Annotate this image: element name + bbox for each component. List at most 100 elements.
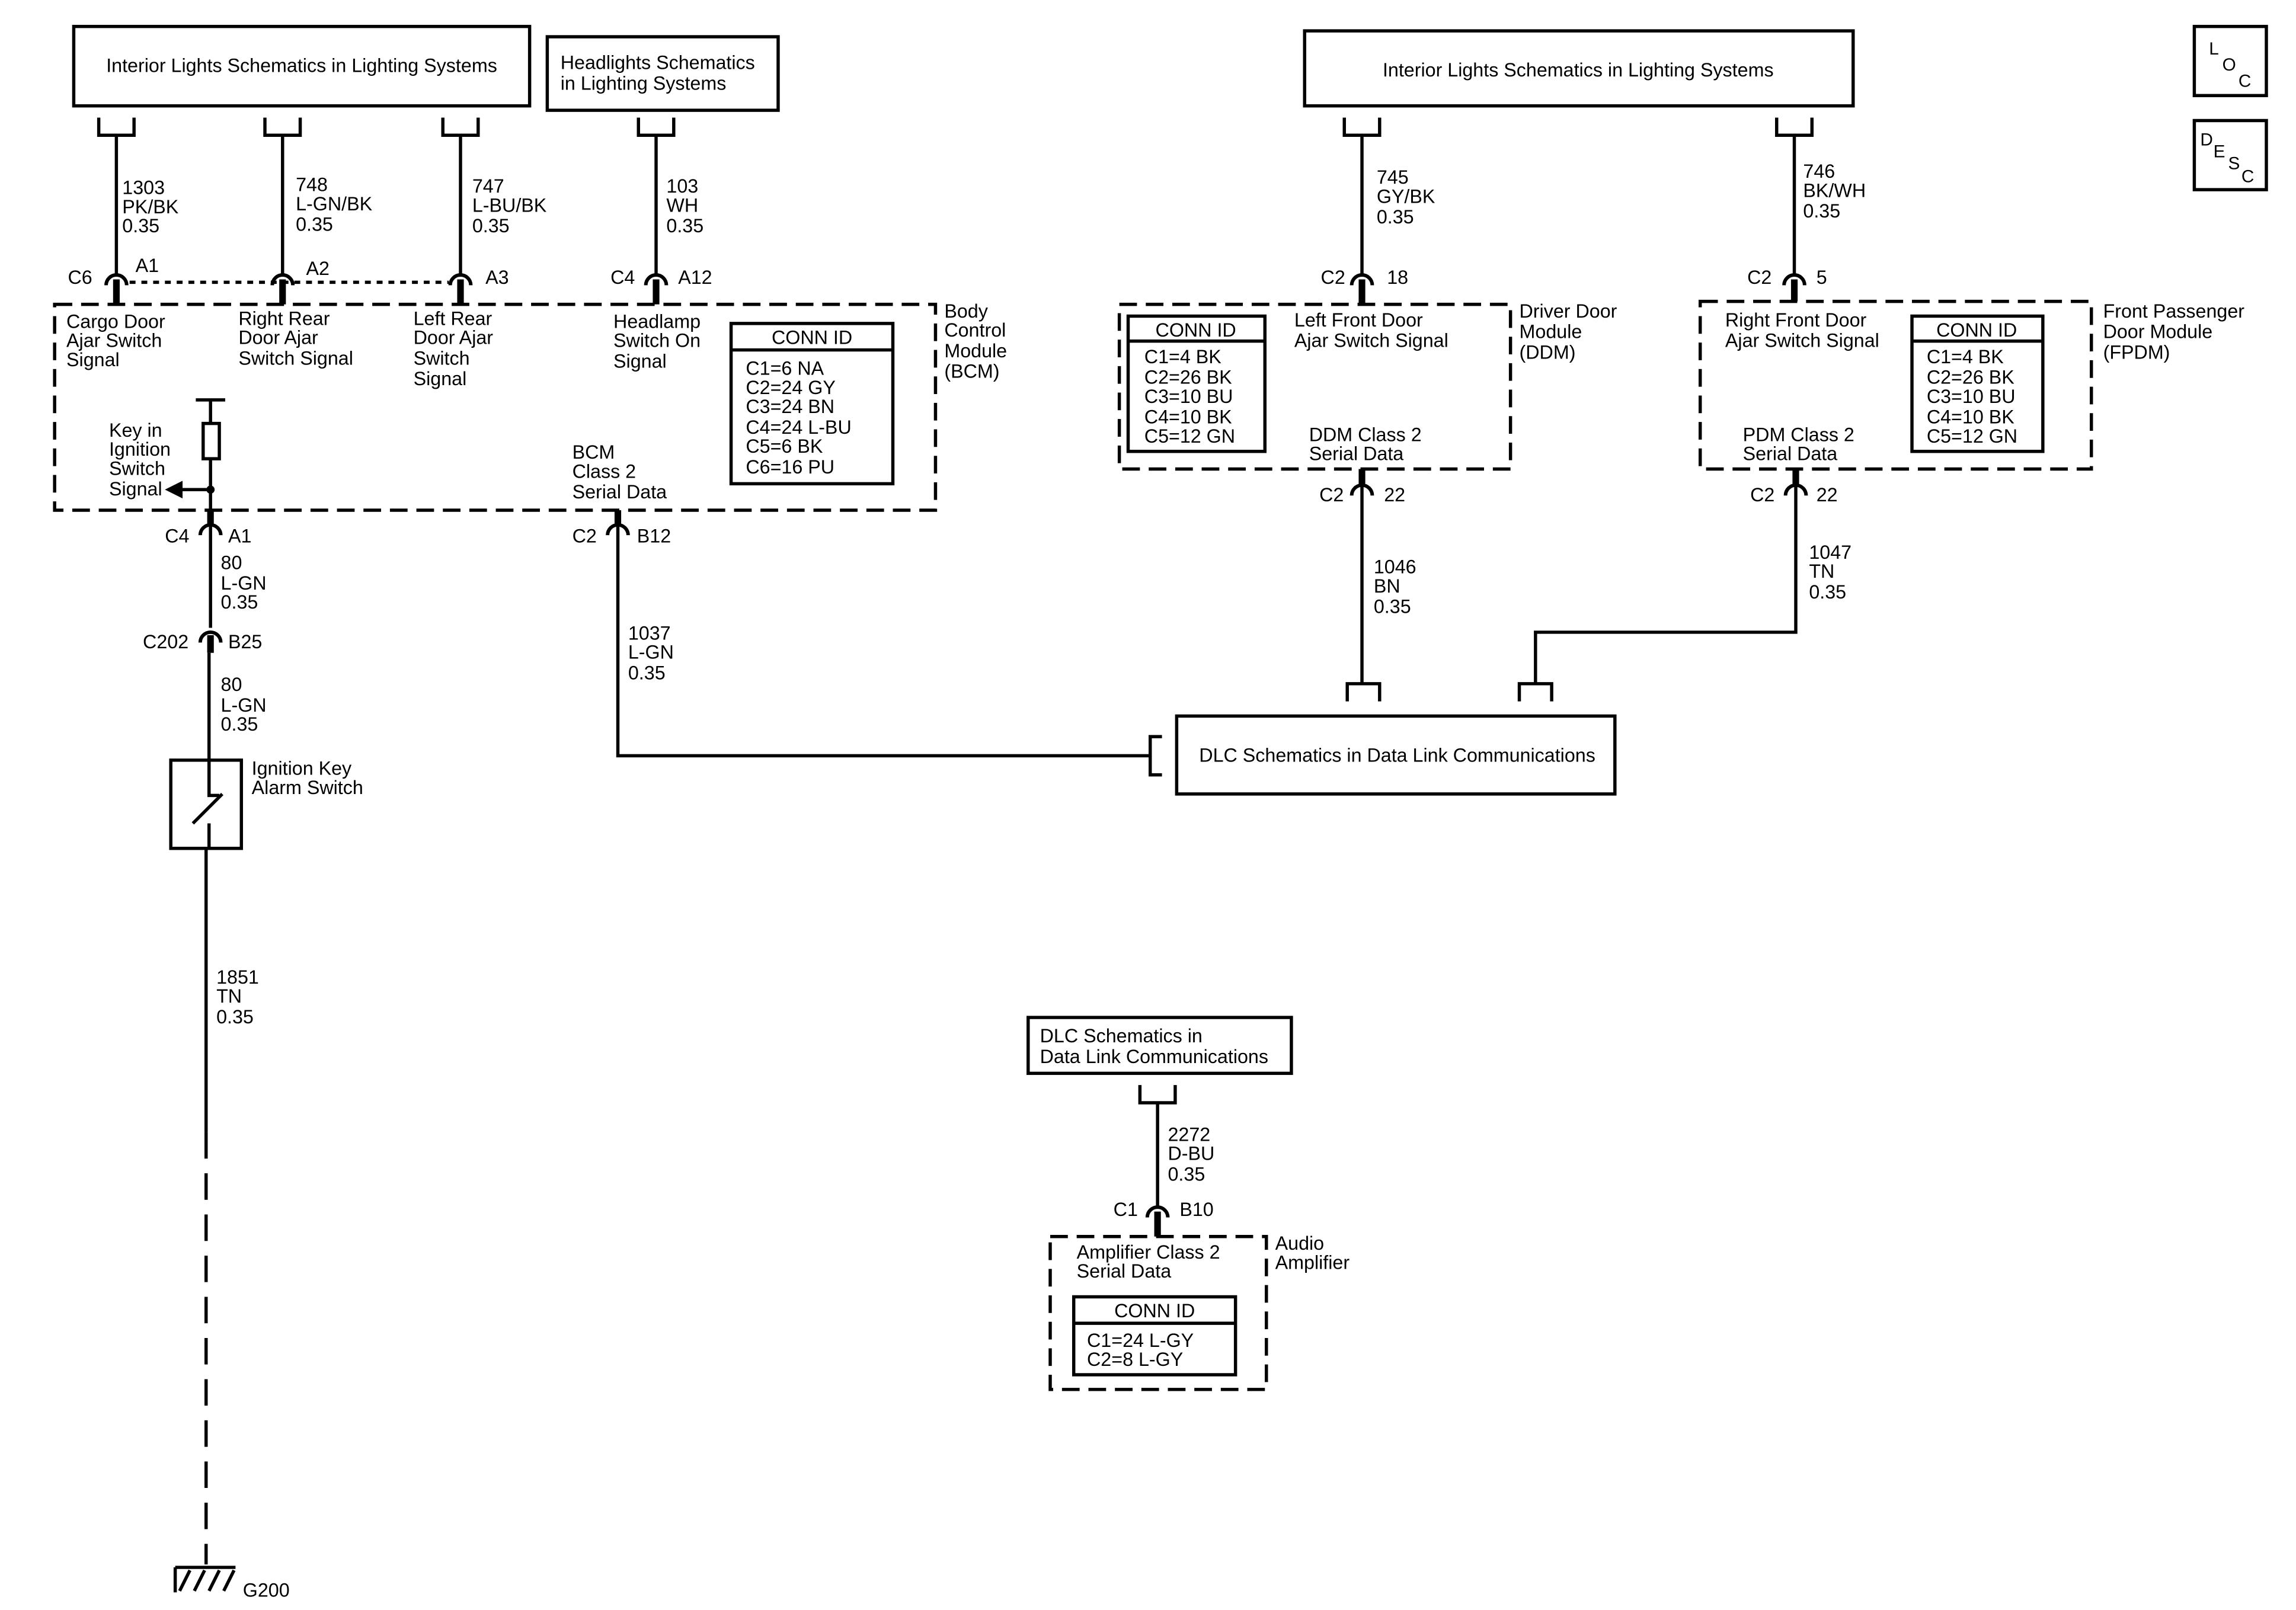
amp-conn-id-table: CONN ID C1=24 L-GY C2=8 L-GY bbox=[1072, 1295, 1237, 1377]
ref-box-headlights[interactable]: Headlights Schematics in Lighting System… bbox=[545, 35, 780, 112]
ref-box-interior-lights-left-label: Interior Lights Schematics in Lighting S… bbox=[106, 55, 497, 76]
amp-name-line2: Amplifier bbox=[1275, 1251, 1350, 1273]
ground-g200-label: G200 bbox=[243, 1580, 290, 1601]
ddm-conn-id-row: C2=26 BK bbox=[1144, 367, 1232, 388]
circuit-1303-color: PK/BK bbox=[122, 196, 178, 217]
wire-1303: 1303 PK/BK 0.35 bbox=[97, 117, 179, 305]
circuit-80-upper-color: L-GN bbox=[221, 572, 267, 594]
connector-c202: C202 B25 bbox=[143, 630, 262, 653]
ddm-conn-id-row: C1=4 BK bbox=[1144, 346, 1221, 367]
bcm-conn-id-row: C2=24 GY bbox=[746, 377, 836, 398]
amp-conn-id-row: C1=24 L-GY bbox=[1087, 1330, 1194, 1351]
connector-c202-label: C202 bbox=[143, 631, 188, 652]
bcm-serial-data-line2: Class 2 bbox=[573, 460, 637, 482]
ground-g200-icon: G200 bbox=[173, 1566, 290, 1601]
connector-bcm-c4-bottom-label: C4 bbox=[165, 526, 189, 547]
amp-serial-data-line1: Amplifier Class 2 bbox=[1077, 1241, 1220, 1263]
connector-bcm-a3-label: A3 bbox=[485, 267, 509, 288]
wire-747: 747 L-BU/BK 0.35 bbox=[441, 117, 547, 305]
bcm-headlamp-line3: Signal bbox=[613, 350, 667, 372]
bcm-key-in-ignition-line3: Switch bbox=[109, 457, 165, 479]
bcm-left-rear-line3: Switch bbox=[414, 347, 470, 369]
amp-conn-id-header: CONN ID bbox=[1114, 1300, 1195, 1321]
fpdm-name-line3: (FPDM) bbox=[2103, 341, 2170, 363]
fpdm-serial-data-line1: PDM Class 2 bbox=[1743, 424, 1854, 445]
connector-bcm-a2-label: A2 bbox=[306, 258, 329, 279]
desc-icon-letter-s: S bbox=[2228, 153, 2240, 173]
connector-stub bbox=[1345, 682, 1382, 702]
bcm-key-in-ignition-line1: Key in bbox=[109, 420, 162, 441]
ignition-key-alarm-switch-line2: Alarm Switch bbox=[252, 777, 363, 798]
fpdm-name-line1: Front Passenger bbox=[2103, 300, 2245, 322]
circuit-748-color: L-GN/BK bbox=[296, 193, 373, 215]
fpdm-conn-id-row: C2=26 BK bbox=[1927, 367, 2014, 388]
circuit-103-number: 103 bbox=[666, 175, 698, 197]
wire-2272: 2272 D-BU 0.35 C1 B10 bbox=[1114, 1085, 1214, 1237]
circuit-1046-gauge: 0.35 bbox=[1374, 596, 1411, 617]
desc-icon-letter-e: E bbox=[2214, 142, 2225, 161]
loc-icon[interactable]: L O C bbox=[2192, 24, 2268, 98]
bcm-conn-id-table: CONN ID C1=6 NA C2=24 GY C3=24 BN C4=24 … bbox=[729, 322, 895, 486]
connector-stub bbox=[1517, 682, 1553, 702]
wire-1046: C2 22 1046 BN 0.35 bbox=[1319, 469, 1416, 684]
ref-box-headlights-line2: in Lighting Systems bbox=[561, 72, 727, 94]
body-control-module: Cargo Door Ajar Switch Signal Right Rear… bbox=[53, 300, 1007, 513]
connector-bcm-b12-label: B12 bbox=[637, 526, 671, 547]
ddm-name-line1: Driver Door bbox=[1520, 300, 1617, 322]
ref-box-dlc-main[interactable]: DLC Schematics in Data Link Communicatio… bbox=[1148, 682, 1617, 796]
circuit-2272-number: 2272 bbox=[1168, 1124, 1210, 1145]
desc-icon[interactable]: D E S C bbox=[2192, 119, 2268, 191]
circuit-748-number: 748 bbox=[296, 174, 328, 196]
driver-door-module: CONN ID C1=4 BK C2=26 BK C3=10 BU C4=10 … bbox=[1117, 300, 1617, 471]
circuit-1037-color: L-GN bbox=[628, 642, 674, 663]
bcm-left-rear-line2: Door Ajar bbox=[414, 327, 494, 348]
bcm-headlamp-line2: Switch On bbox=[613, 330, 701, 351]
ref-box-dlc-audio-line1: DLC Schematics in bbox=[1040, 1025, 1203, 1046]
ddm-serial-data-line2: Serial Data bbox=[1309, 443, 1404, 465]
ref-box-interior-lights-left[interactable]: Interior Lights Schematics in Lighting S… bbox=[72, 24, 532, 108]
circuit-745-gauge: 0.35 bbox=[1377, 206, 1414, 228]
fpdm-ajar-line1: Right Front Door bbox=[1725, 309, 1867, 331]
connector-ddm-22-label: 22 bbox=[1384, 484, 1405, 505]
bcm-conn-id-header: CONN ID bbox=[772, 327, 852, 348]
circuit-1046-color: BN bbox=[1374, 575, 1400, 597]
circuit-1047-number: 1047 bbox=[1809, 542, 1851, 563]
ddm-serial-data-line1: DDM Class 2 bbox=[1309, 424, 1422, 445]
circuit-1046-number: 1046 bbox=[1374, 556, 1416, 578]
bcm-conn-id-row: C4=24 L-BU bbox=[746, 417, 851, 438]
circuit-1851-color: TN bbox=[216, 985, 242, 1007]
ref-box-interior-lights-right[interactable]: Interior Lights Schematics in Lighting S… bbox=[1303, 29, 1855, 108]
bcm-conn-id-row: C5=6 BK bbox=[746, 436, 823, 457]
bcm-right-rear-line1: Right Rear bbox=[238, 308, 330, 329]
audio-amplifier: Amplifier Class 2 Serial Data Audio Ampl… bbox=[1048, 1233, 1350, 1391]
fpdm-serial-data-line2: Serial Data bbox=[1743, 443, 1838, 465]
fpdm-conn-id-row: C5=12 GN bbox=[1927, 425, 2017, 447]
loc-icon-letter-l: L bbox=[2209, 39, 2219, 59]
connector-bcm-c4-top-label: C4 bbox=[610, 267, 635, 288]
ddm-ajar-line2: Ajar Switch Signal bbox=[1294, 330, 1448, 351]
ref-box-dlc-main-label: DLC Schematics in Data Link Communicatio… bbox=[1199, 744, 1595, 766]
bcm-right-rear-line3: Switch Signal bbox=[238, 347, 353, 369]
ddm-name-line3: (DDM) bbox=[1520, 341, 1576, 363]
fpdm-conn-id-row: C3=10 BU bbox=[1927, 386, 2016, 407]
bcm-name-line2: Control bbox=[944, 319, 1006, 341]
bcm-serial-data-line3: Serial Data bbox=[573, 481, 667, 502]
wire-746: 746 BK/WH 0.35 C2 5 bbox=[1747, 117, 1866, 302]
connector-bcm-a1-label: A1 bbox=[136, 255, 159, 276]
amp-name-line1: Audio bbox=[1275, 1233, 1324, 1254]
fpdm-conn-id-header: CONN ID bbox=[1936, 319, 2017, 341]
ref-box-dlc-audio-line2: Data Link Communications bbox=[1040, 1046, 1268, 1067]
bcm-headlamp-line1: Headlamp bbox=[613, 311, 701, 332]
circuit-747-color: L-BU/BK bbox=[472, 194, 547, 216]
wire-748: 748 L-GN/BK 0.35 bbox=[263, 117, 373, 305]
ref-box-dlc-audio[interactable]: DLC Schematics in Data Link Communicatio… bbox=[1027, 1016, 1293, 1076]
bcm-name-line1: Body bbox=[944, 300, 988, 322]
connector-fpdm-c2-top-label: C2 bbox=[1747, 267, 1771, 288]
circuit-103-color: WH bbox=[666, 194, 698, 216]
signal-arrow-icon bbox=[165, 481, 183, 499]
wire-103: 103 WH 0.35 bbox=[637, 117, 703, 305]
amp-conn-id-row: C2=8 L-GY bbox=[1087, 1349, 1183, 1370]
circuit-1303-gauge: 0.35 bbox=[122, 215, 159, 236]
circuit-103-gauge: 0.35 bbox=[666, 215, 703, 236]
